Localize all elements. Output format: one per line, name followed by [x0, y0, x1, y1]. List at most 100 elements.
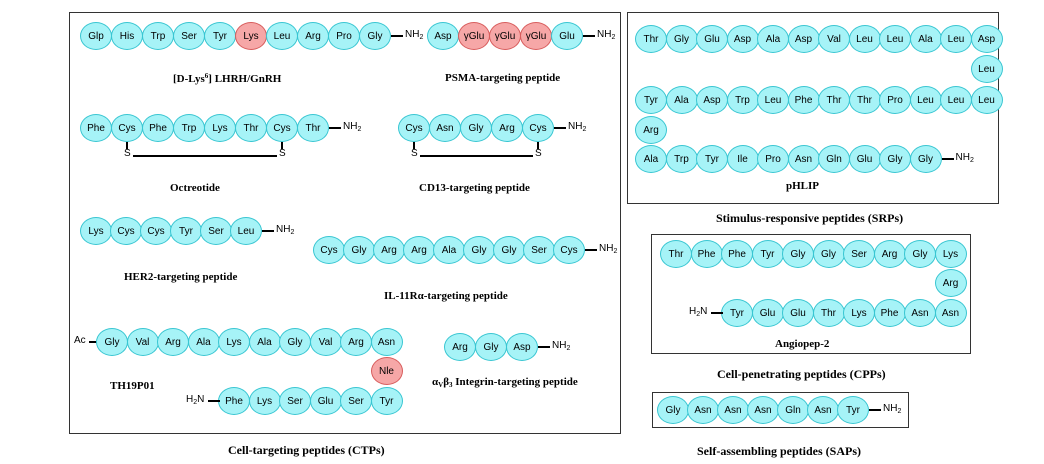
sap-residue: Asn: [717, 396, 749, 424]
psma-residue: γGlu: [489, 22, 521, 50]
sap-c-terminus: NH2: [883, 403, 902, 415]
phlip-residue: Leu: [940, 25, 972, 53]
cd13-c-term-bond: [554, 127, 566, 129]
avb3-c-terminus: NH2: [552, 340, 571, 352]
th19p01-row2-n-term-bond: [208, 400, 220, 402]
angiopep-residue: Tyr: [721, 299, 753, 327]
angiopep-residue: Tyr: [751, 240, 784, 268]
th19p01-label: TH19P01: [110, 380, 155, 392]
avb3-residue: Arg: [444, 333, 476, 361]
octreotide-residue: Lys: [204, 114, 236, 142]
lhrh-residue: Glp: [80, 22, 112, 50]
phlip-residue: Ala: [665, 86, 698, 114]
cd13-residue: Arg: [491, 114, 523, 142]
lhrh-residue: Leu: [266, 22, 298, 50]
phlip-residue: Tyr: [696, 145, 728, 173]
angiopep-residue: Phe: [721, 240, 753, 268]
th19p01-residue: Phe: [218, 387, 250, 415]
phlip-residue: Leu: [940, 86, 972, 114]
phlip-residue: Pro: [757, 145, 789, 173]
th19p01-residue: Asn: [370, 328, 403, 356]
phlip-residue: Asp: [726, 25, 759, 53]
lhrh-residue: Gly: [359, 22, 391, 50]
disulfide-bond: [420, 155, 533, 157]
octreotide-residue: Phe: [80, 114, 112, 142]
phlip-residue: Val: [818, 25, 850, 53]
phlip-residue: Gly: [879, 145, 911, 173]
lhrh-c-terminus: NH2: [405, 29, 424, 41]
phlip-residue: Leu: [757, 86, 789, 114]
th19p01-residue: Gly: [279, 328, 311, 356]
psma-c-terminus: NH2: [597, 29, 616, 41]
psma-residue: Glu: [551, 22, 583, 50]
lhrh-residue: Trp: [142, 22, 174, 50]
her2-c-terminus: NH2: [276, 224, 295, 236]
angiopep-residue: Gly: [782, 240, 814, 268]
il11-residue: Ala: [433, 236, 465, 264]
lhrh-residue: Ser: [173, 22, 205, 50]
th19p01-n-term-bond: [89, 341, 98, 343]
cd13-residue: Cys: [398, 114, 430, 142]
octreotide-residue: Cys: [111, 114, 143, 142]
octreotide-c-terminus: NH2: [343, 121, 362, 133]
phlip-residue: Leu: [848, 25, 881, 53]
lhrh-residue: Lys: [235, 22, 267, 50]
phlip-residue: Gly: [665, 25, 698, 53]
phlip-residue: Gln: [818, 145, 850, 173]
phlip-residue: Thr: [818, 86, 850, 114]
lhrh-c-term-bond: [391, 35, 403, 37]
octreotide-c-term-bond: [329, 127, 341, 129]
th19p01-residue: Val: [126, 328, 159, 356]
disulfide-bond: [126, 142, 128, 149]
cd13-residue: Asn: [429, 114, 461, 142]
phlip-residue: Gly: [909, 145, 942, 173]
angiopep-residue: Arg: [934, 269, 967, 297]
lhrh-label: [D-Lys6] LHRH/GnRH: [173, 72, 282, 85]
il11-residue: Gly: [343, 236, 375, 264]
phlip-residue: Asp: [970, 25, 1003, 53]
il11-residue: Arg: [403, 236, 435, 264]
phlip-residue: Thr: [848, 86, 881, 114]
th19p01-residue: Lys: [218, 328, 250, 356]
angiopep-n-terminus: H2N: [689, 306, 708, 318]
avb3-residue: Asp: [506, 333, 538, 361]
th19p01-residue: Lys: [248, 387, 281, 415]
sap-residue: Gly: [657, 396, 689, 424]
phlip-residue: Leu: [970, 55, 1003, 83]
angiopep-residue: Glu: [751, 299, 784, 327]
phlip-residue: Tyr: [635, 86, 667, 114]
octreotide-residue: Phe: [142, 114, 174, 142]
lhrh-residue: Tyr: [204, 22, 236, 50]
angiopep-residue: Thr: [812, 299, 845, 327]
phlip-residue: Ala: [909, 25, 942, 53]
il11-residue: Cys: [313, 236, 345, 264]
avb3-residue: Gly: [475, 333, 507, 361]
phlip-residue: Leu: [909, 86, 942, 114]
octreotide-label: Octreotide: [170, 182, 220, 194]
il11-label: IL-11Rα-targeting peptide: [384, 290, 508, 302]
angiopep-residue: Arg: [873, 240, 906, 268]
th19p01-row2-n-terminus: H2N: [186, 394, 205, 406]
phlip-residue: Asn: [787, 145, 820, 173]
il11-residue: Gly: [493, 236, 525, 264]
phlip-residue: Trp: [665, 145, 698, 173]
avb3-c-term-bond: [538, 346, 550, 348]
her2-residue: Leu: [230, 217, 262, 245]
angiopep-residue: Gly: [904, 240, 936, 268]
phlip-c-term-bond: [941, 158, 954, 160]
phlip-residue: Ile: [726, 145, 759, 173]
phlip-label: pHLIP: [786, 180, 820, 192]
phlip-residue: Pro: [879, 86, 911, 114]
il11-residue: Ser: [523, 236, 555, 264]
th19p01-residue: Tyr: [370, 387, 403, 415]
octreotide-residue: Thr: [235, 114, 267, 142]
th19p01-residue: Glu: [309, 387, 342, 415]
sap-residue: Asn: [687, 396, 719, 424]
phlip-residue: Asp: [696, 86, 728, 114]
her2-residue: Lys: [80, 217, 112, 245]
th19p01-residue: Ala: [187, 328, 220, 356]
angiopep-residue: Asn: [904, 299, 936, 327]
th19p01-residue: Arg: [340, 328, 372, 356]
th19p01-n-terminus: Ac: [74, 335, 86, 346]
th19p01-residue: Val: [309, 328, 342, 356]
